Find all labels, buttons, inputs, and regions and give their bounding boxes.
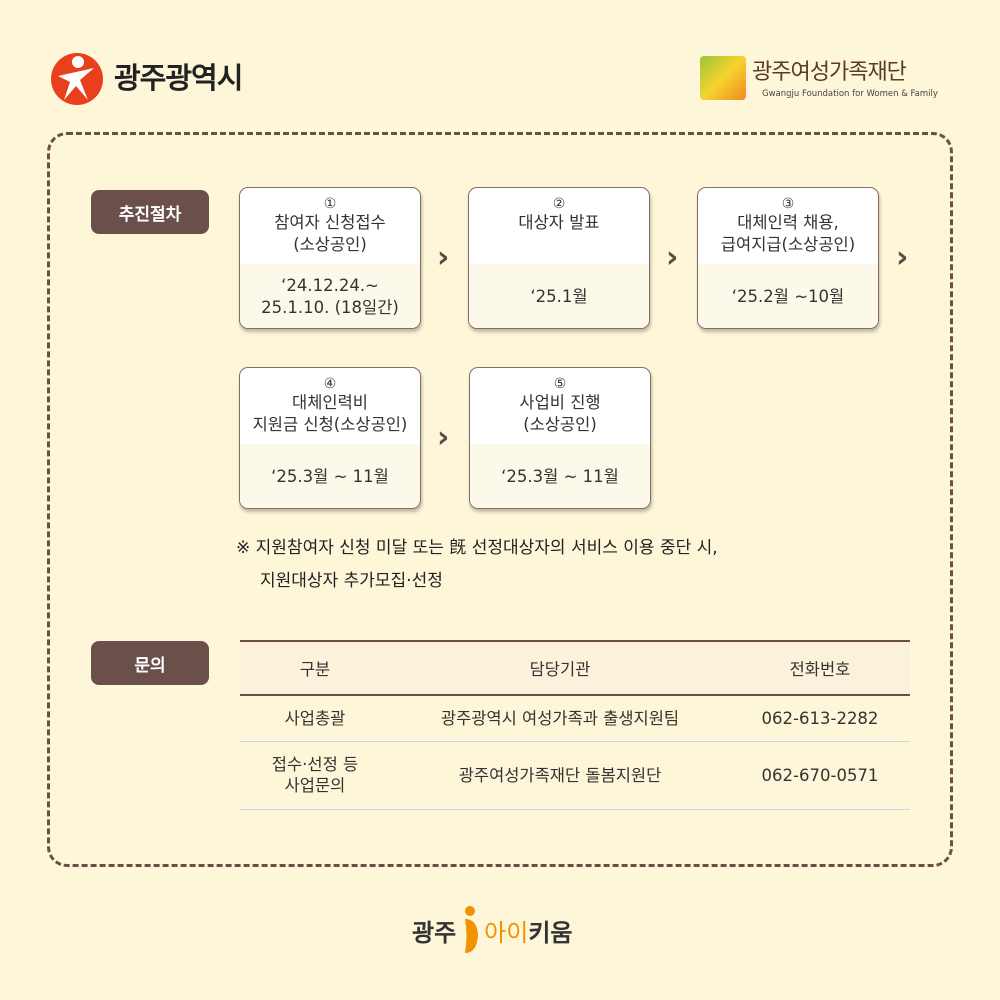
inquiry-label: 문의 xyxy=(91,641,209,685)
category-line: 사업문의 xyxy=(284,776,346,795)
step-period: 25.1.10. (18일간) xyxy=(261,298,399,317)
step-period: ‘25.1월 xyxy=(530,287,588,306)
gwangju-city-logo: 광주광역시 xyxy=(50,46,243,106)
step-title: 대체인력 채용, xyxy=(737,213,839,232)
phone-cell: 062-670-0571 xyxy=(730,741,910,810)
table-row: 사업총괄 광주광역시 여성가족과 출생지원팀 062-613-2282 xyxy=(240,695,910,742)
column-header: 전화번호 xyxy=(730,640,910,696)
foundation-subtitle: Gwangju Foundation for Women & Family xyxy=(762,89,938,99)
i-figure-icon xyxy=(459,905,481,955)
city-name: 광주광역시 xyxy=(114,61,243,95)
column-header: 담당기관 xyxy=(390,640,730,696)
agency-cell: 광주광역시 여성가족과 출생지원팀 xyxy=(390,695,730,742)
step-title: 사업비 진행 xyxy=(519,393,601,412)
chevron-right-icon: › xyxy=(437,420,450,455)
step-period: ‘25.2월 ~10월 xyxy=(731,287,845,306)
logo-text: 아이 xyxy=(484,918,529,947)
chevron-right-icon: › xyxy=(896,240,909,275)
agency-cell: 광주여성가족재단 돌봄지원단 xyxy=(390,741,730,810)
category-line: 접수·선정 등 xyxy=(271,755,359,774)
city-emblem-icon xyxy=(50,46,104,106)
step-number: ① xyxy=(323,196,337,212)
column-header: 구분 xyxy=(240,640,390,696)
step-title: 지원금 신청(소상공인) xyxy=(252,415,408,434)
step-title: (소상공인) xyxy=(293,235,367,254)
step-title: 참여자 신청접수 xyxy=(274,213,386,232)
procedure-note: ※ 지원참여자 신청 미달 또는 旣 선정대상자의 서비스 이용 중단 시, 지… xyxy=(236,532,718,598)
note-line: ※ 지원참여자 신청 미달 또는 旣 선정대상자의 서비스 이용 중단 시, xyxy=(236,538,718,558)
step-number: ③ xyxy=(781,196,795,212)
chevron-right-icon: › xyxy=(666,240,679,275)
foundation-name: 광주여성가족재단 xyxy=(752,60,907,85)
step-title: 대체인력비 xyxy=(292,393,368,412)
foundation-emblem-icon xyxy=(700,56,746,100)
step-number: ④ xyxy=(323,376,337,392)
content-panel xyxy=(47,132,953,867)
category-cell: 사업총괄 xyxy=(240,695,390,742)
contact-table: 구분 담당기관 전화번호 사업총괄 광주광역시 여성가족과 출생지원팀 062-… xyxy=(240,640,910,810)
step-title: (소상공인) xyxy=(523,415,597,434)
step-number: ② xyxy=(552,196,566,212)
step-number: ⑤ xyxy=(553,376,567,392)
gwangju-ikium-logo: 광주 아이 키움 xyxy=(412,905,573,955)
note-line: 지원대상자 추가모집·선정 xyxy=(260,571,443,591)
phone-cell: 062-613-2282 xyxy=(730,695,910,742)
step-period: ‘25.3월 ~ 11월 xyxy=(501,467,619,486)
step-period: ‘25.3월 ~ 11월 xyxy=(271,467,389,486)
step-title: 대상자 발표 xyxy=(518,213,600,232)
table-header: 구분 담당기관 전화번호 xyxy=(240,640,910,696)
step-title: 급여지급(소상공인) xyxy=(720,235,856,254)
logo-text: 광주 xyxy=(412,918,457,947)
logo-text: 키움 xyxy=(528,918,573,947)
procedure-label: 추진절차 xyxy=(91,190,209,234)
chevron-right-icon: › xyxy=(437,240,450,275)
step-period: ‘24.12.24.~ xyxy=(281,276,379,295)
